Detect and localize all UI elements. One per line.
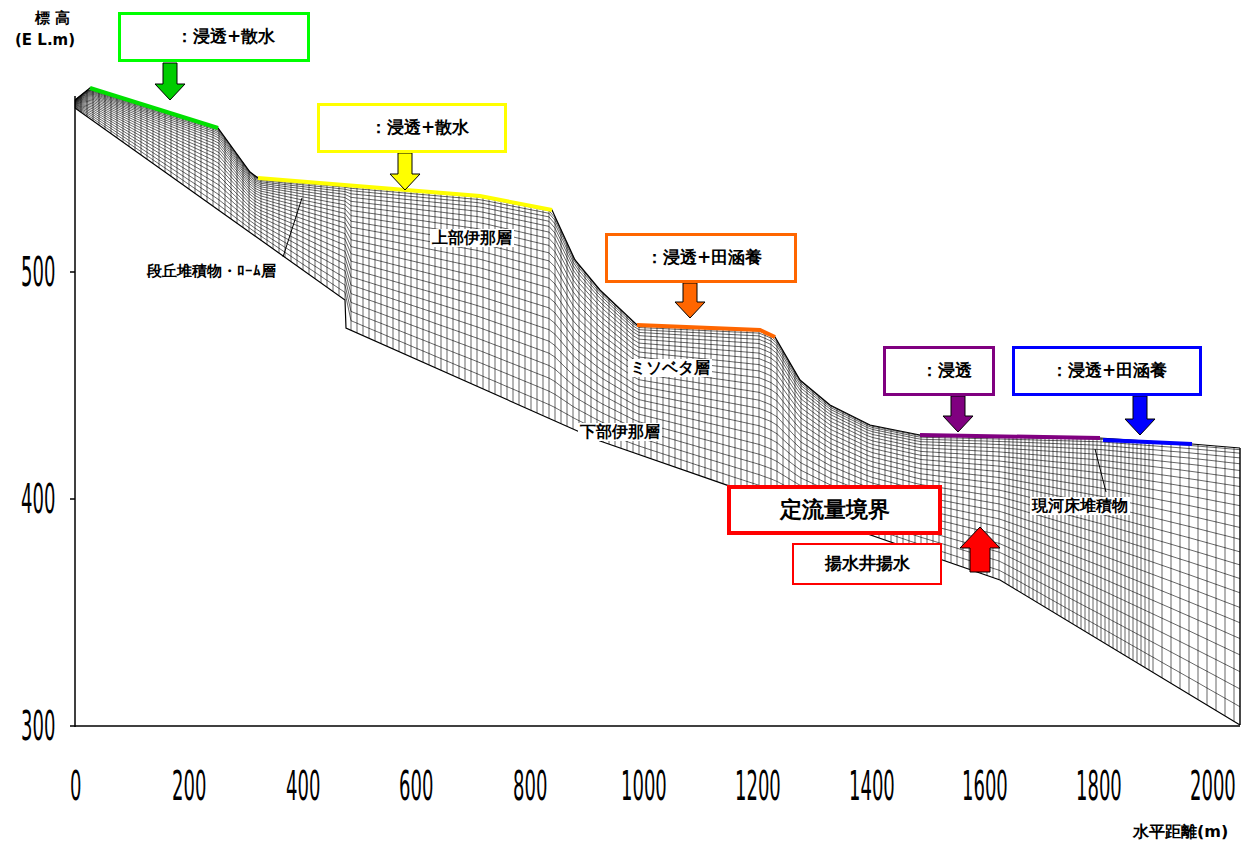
surface-blue <box>1103 440 1192 444</box>
layer-name: 段丘堆積物・ﾛｰﾑ層 <box>145 263 278 280</box>
recharge-box: ：浸透+散水 <box>317 103 507 153</box>
tick-label: 600 <box>399 763 433 809</box>
tick-label: 200 <box>172 763 206 809</box>
arrow-green <box>155 63 185 100</box>
recharge-box: ：浸透+田涵養 <box>1012 346 1202 396</box>
layer-name: ミソベタ層 <box>628 359 712 377</box>
node-text: ：浸透 <box>921 361 972 381</box>
tick-label: 300 <box>21 703 55 749</box>
arrow-red <box>960 527 1000 572</box>
arrow-orange <box>675 283 705 318</box>
tick-label: 1600 <box>962 763 1008 809</box>
leader-line <box>1095 449 1106 492</box>
arrow-yellow <box>390 153 420 190</box>
tick-label: 500 <box>21 249 55 295</box>
surface-green <box>90 88 218 128</box>
tick-label: 1200 <box>735 763 781 809</box>
layer-name: 上部伊那層 <box>430 229 514 247</box>
tick <box>70 271 75 273</box>
tick <box>70 498 75 500</box>
pumping-box: 揚水井揚水 <box>792 543 942 585</box>
x-axis <box>75 725 1240 727</box>
node-text: 揚水井揚水 <box>825 554 910 574</box>
axis-title: 標 高 <box>35 10 70 27</box>
fem-mesh <box>75 89 1240 725</box>
recharge-box: ：浸透+散水 <box>118 12 310 62</box>
mesh-outline <box>75 88 1240 725</box>
node-text: ：浸透+散水 <box>176 27 275 47</box>
node-text: ：浸透+田涵養 <box>1051 361 1167 381</box>
node-text: ：浸透+散水 <box>370 118 469 138</box>
tick-label: 400 <box>286 763 320 809</box>
layer-name: 現河床堆積物 <box>1030 497 1130 515</box>
axis-title: 水平距離(m) <box>1133 823 1228 841</box>
tick-label: 800 <box>513 763 547 809</box>
axis-title: (E L.m) <box>15 32 75 49</box>
y-axis <box>74 96 76 727</box>
arrow-blue <box>1125 396 1155 435</box>
node-text: ：浸透+田涵養 <box>646 248 762 268</box>
tick-label: 2000 <box>1190 763 1236 809</box>
surface-orange <box>637 325 775 337</box>
tick-label: 0 <box>69 763 80 809</box>
layer-name: 下部伊那層 <box>578 423 662 441</box>
tick-label: 400 <box>21 476 55 522</box>
surface-purple <box>920 435 1100 438</box>
tick-label: 1000 <box>621 763 667 809</box>
node-text: 定流量境界 <box>780 497 890 522</box>
recharge-box: ：浸透+田涵養 <box>605 233 797 283</box>
recharge-box: ：浸透 <box>883 346 995 396</box>
tick <box>70 725 75 727</box>
arrow-purple <box>943 396 973 432</box>
tick-label: 1400 <box>849 763 895 809</box>
leader-line <box>283 198 302 257</box>
boundary-box: 定流量境界 <box>727 485 942 535</box>
tick-label: 1800 <box>1076 763 1122 809</box>
